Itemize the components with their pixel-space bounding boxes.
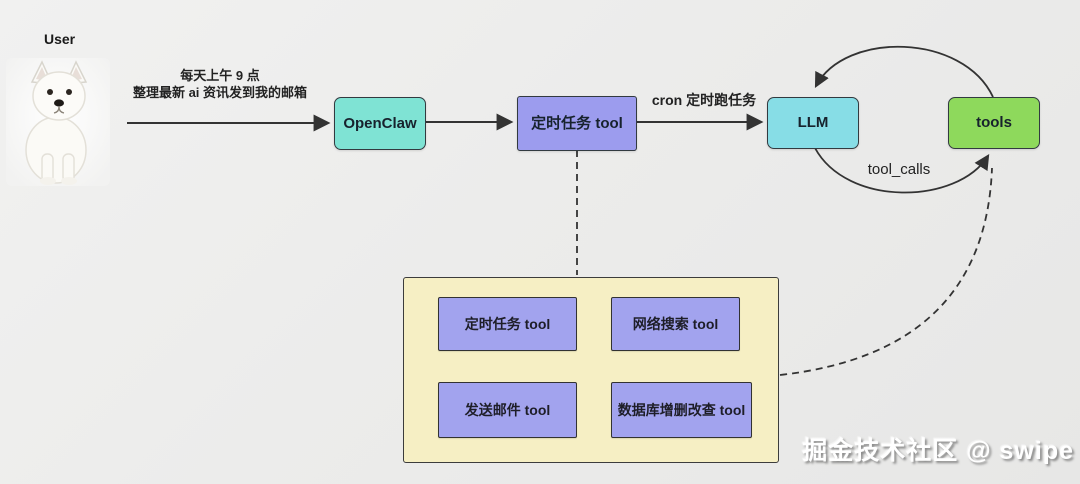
- user-label: User: [44, 31, 76, 47]
- toolbox-item-web-search: 网络搜索 tool: [611, 297, 740, 351]
- edge-tools-to-llm-loop: [814, 45, 994, 98]
- tool-calls-edge-label: tool_calls: [867, 161, 931, 178]
- watermark-text: 掘金技术社区 @ swipe: [802, 437, 1074, 465]
- toolbox-container: 定时任务 tool 网络搜索 tool 发送邮件 tool 数据库增删改查 to…: [403, 277, 779, 463]
- node-llm: LLM: [767, 97, 859, 149]
- edge-toolbox-to-tools-dashed: [779, 167, 993, 376]
- user-dog-photo: [6, 58, 110, 186]
- cron-edge-label: cron 定时跑任务: [651, 92, 757, 108]
- node-scheduler-tool: 定时任务 tool: [517, 96, 637, 151]
- toolbox-item-database-crud: 数据库增删改查 tool: [611, 382, 752, 438]
- user-request-line2: 整理最新 ai 资讯发到我的邮箱: [132, 85, 308, 100]
- node-openclaw: OpenClaw: [334, 97, 426, 150]
- node-tools: tools: [948, 97, 1040, 149]
- user-request-label: 每天上午 9 点 整理最新 ai 资讯发到我的邮箱: [116, 67, 324, 101]
- toolbox-item-send-email: 发送邮件 tool: [438, 382, 577, 438]
- toolbox-item-scheduler: 定时任务 tool: [438, 297, 577, 351]
- user-request-line1: 每天上午 9 点: [180, 68, 260, 83]
